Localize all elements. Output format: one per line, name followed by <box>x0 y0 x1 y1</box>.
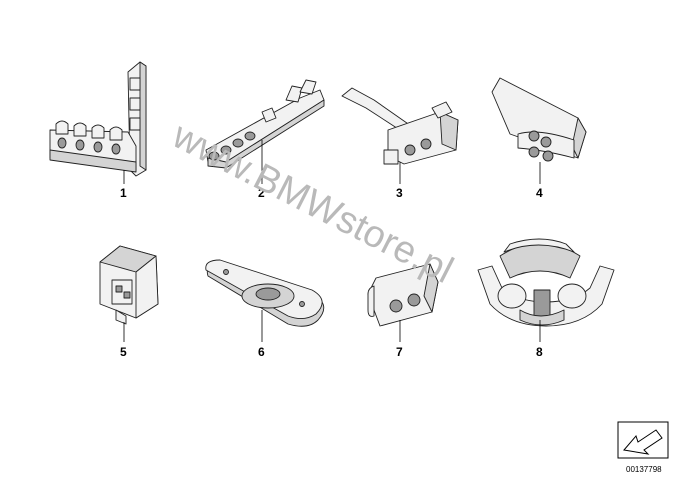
part-1-label: 1 <box>120 186 127 200</box>
part-3-cable-holder-arm[interactable] <box>341 87 459 165</box>
part-8-label: 8 <box>536 345 543 359</box>
part-5-label: 5 <box>120 345 127 359</box>
part-4-label: 4 <box>536 186 543 200</box>
part-7-label: 7 <box>396 345 403 359</box>
reference-number: 00137798 <box>626 465 662 474</box>
part-6-label: 6 <box>258 345 265 359</box>
part-8-cable-guide-cradle[interactable] <box>477 238 615 327</box>
part-2-cable-clip-strip[interactable] <box>205 79 325 169</box>
part-4-cable-clip-plate[interactable] <box>491 77 587 162</box>
part-1-cable-clip-bracket[interactable] <box>49 61 147 177</box>
arrow-icon <box>623 429 663 455</box>
reference-badge: 00137798 <box>617 421 669 474</box>
part-7-double-grommet[interactable] <box>367 263 439 327</box>
part-5-cable-clamp-block[interactable] <box>99 245 159 325</box>
part-3-label: 3 <box>396 186 403 200</box>
part-6-grommet-plate[interactable] <box>205 259 325 327</box>
part-2-label: 2 <box>258 186 265 200</box>
